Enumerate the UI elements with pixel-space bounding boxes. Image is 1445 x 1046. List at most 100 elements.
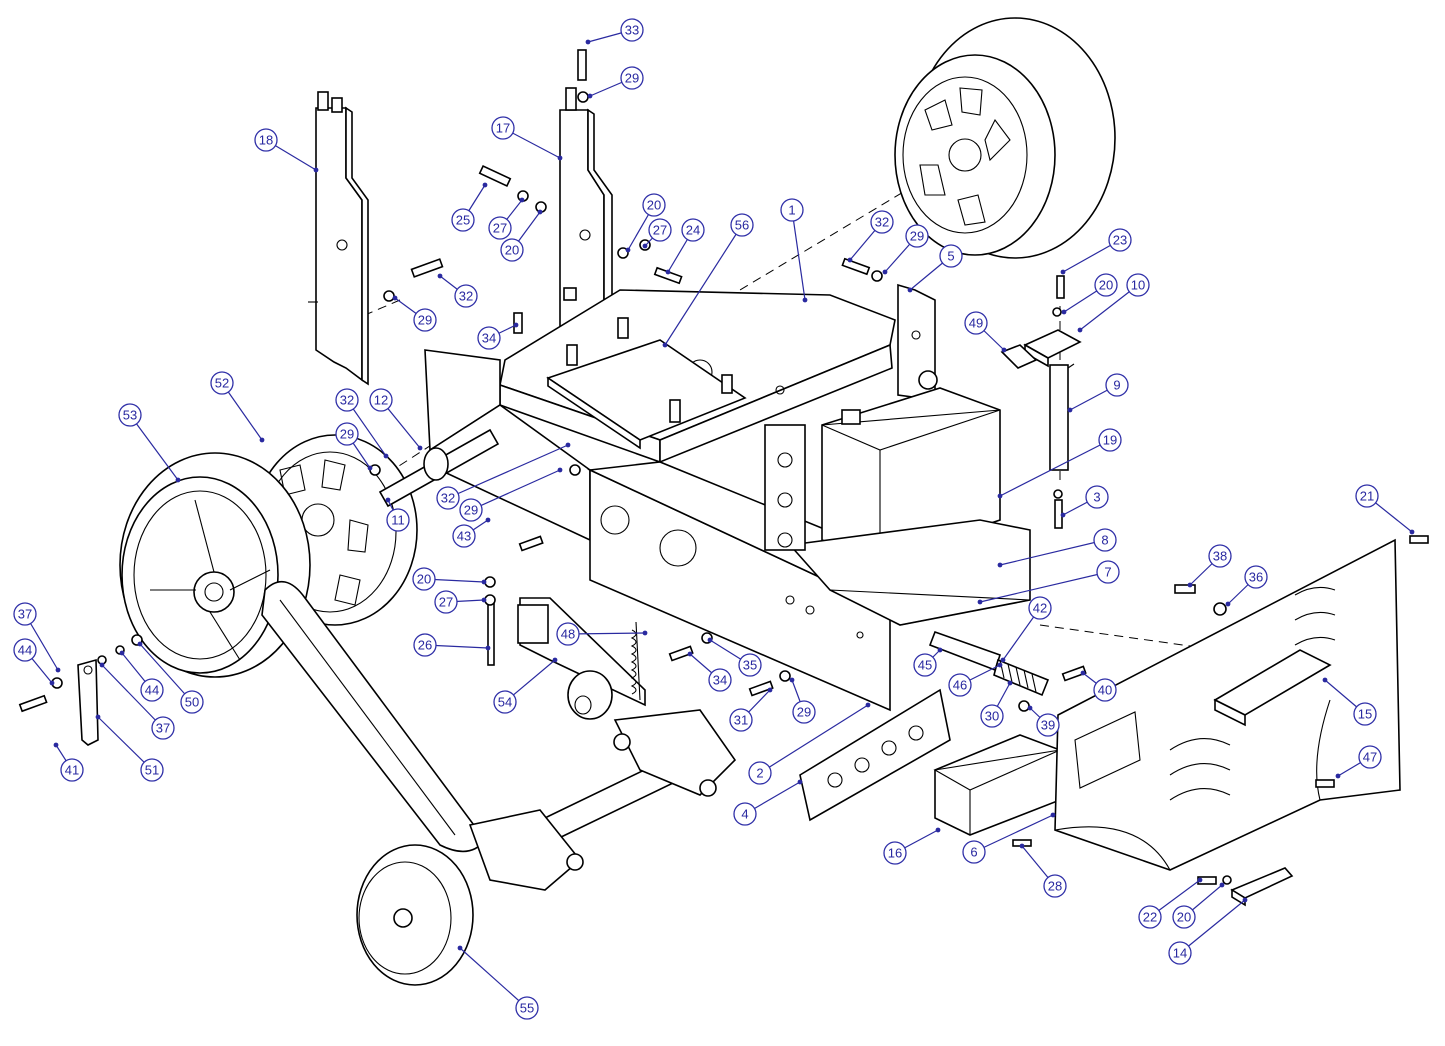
callout-bubble-18: 18 xyxy=(254,128,278,152)
callout-circle xyxy=(118,403,142,427)
callout-arrowhead xyxy=(53,742,59,748)
callout-arrowhead xyxy=(1322,677,1328,683)
callout-bubble-37: 37 xyxy=(151,716,175,740)
callout-bubble-2: 2 xyxy=(748,761,772,785)
callout-number: 43 xyxy=(457,529,471,544)
callout-circle xyxy=(488,216,512,240)
callout-arrowhead xyxy=(1019,843,1025,849)
callout-bubble-20: 20 xyxy=(1094,273,1118,297)
callout-number: 5 xyxy=(947,249,954,264)
callout-number: 33 xyxy=(625,23,639,38)
callout-leader xyxy=(759,704,869,774)
callout-leader xyxy=(1179,899,1246,954)
callout-circle xyxy=(1093,528,1117,552)
callout-number: 15 xyxy=(1358,707,1372,722)
callout-arrowhead xyxy=(55,667,61,673)
callout-number: 21 xyxy=(1360,489,1374,504)
callout-circle xyxy=(1085,485,1109,509)
callout-circle xyxy=(620,18,644,42)
callout-arrowhead xyxy=(1219,882,1225,888)
callout-circle xyxy=(13,602,37,626)
callout-circle xyxy=(642,193,666,217)
standoff-9 xyxy=(1049,363,1075,471)
callout-number: 53 xyxy=(123,408,137,423)
callout-arrowhead xyxy=(49,680,55,686)
callout-number: 8 xyxy=(1101,533,1108,548)
adjuster-spindle-45 xyxy=(928,630,1050,697)
callout-number: 32 xyxy=(459,289,473,304)
callout-number: 32 xyxy=(340,393,354,408)
callout-bubble-20: 20 xyxy=(1172,905,1196,929)
callout-circle xyxy=(1108,228,1132,252)
callout-number: 34 xyxy=(482,331,496,346)
callout-arrowhead xyxy=(313,167,319,173)
callout-circle xyxy=(1098,428,1122,452)
callout-leader xyxy=(470,469,561,511)
callout-circle xyxy=(60,758,84,782)
callout-number: 40 xyxy=(1098,683,1112,698)
callout-leader xyxy=(664,224,743,346)
drive-wheel-top xyxy=(894,17,1116,259)
callout-arrowhead xyxy=(513,322,519,328)
callout-bubble-27: 27 xyxy=(488,216,512,240)
callout-number: 20 xyxy=(1099,278,1113,293)
callout-circle xyxy=(962,840,986,864)
callout-arrowhead xyxy=(1060,512,1066,518)
callout-bubble-47: 47 xyxy=(1358,745,1382,769)
callout-number: 24 xyxy=(686,223,700,238)
callout-arrowhead xyxy=(385,497,391,503)
callout-number: 4 xyxy=(741,807,748,822)
callout-arrowhead xyxy=(175,477,181,483)
callout-arrowhead xyxy=(565,442,571,448)
handle-15 xyxy=(1213,649,1332,727)
callout-arrowhead xyxy=(481,597,487,603)
callout-arrowhead xyxy=(997,662,1003,668)
callout-number: 1 xyxy=(788,203,795,218)
callout-circle xyxy=(1094,273,1118,297)
callout-bubble-20: 20 xyxy=(500,238,524,262)
callout-leader xyxy=(791,209,806,301)
callout-bubble-3: 3 xyxy=(1085,485,1109,509)
callout-number: 52 xyxy=(215,376,229,391)
callout-leader xyxy=(97,716,153,771)
callout-circle xyxy=(980,704,1004,728)
callout-circle xyxy=(1043,874,1067,898)
callout-arrowhead xyxy=(1187,582,1193,588)
callout-number: 28 xyxy=(1048,879,1062,894)
callout-circle xyxy=(883,841,907,865)
callout-circle xyxy=(1126,273,1150,297)
callout-bubble-34: 34 xyxy=(477,326,501,350)
callout-arrowhead xyxy=(797,779,803,785)
callout-number: 12 xyxy=(374,393,388,408)
pulley-55 xyxy=(356,844,474,986)
drive-belt xyxy=(261,580,486,853)
callout-circle xyxy=(964,311,988,335)
callout-circle xyxy=(140,758,164,782)
callout-circle xyxy=(1028,596,1052,620)
callout-circle xyxy=(1208,544,1232,568)
callout-leader xyxy=(567,632,646,635)
callout-bubble-20: 20 xyxy=(412,567,436,591)
callout-bubble-10: 10 xyxy=(1126,273,1150,297)
callout-arrowhead xyxy=(537,209,543,215)
callout-number: 20 xyxy=(1177,910,1191,925)
callout-bubble-1: 1 xyxy=(780,198,804,222)
callout-number: 54 xyxy=(498,695,512,710)
callout-circle xyxy=(412,567,436,591)
callout-leader xyxy=(447,444,569,499)
callout-number: 32 xyxy=(875,215,889,230)
callout-circle xyxy=(792,700,816,724)
callout-arrowhead xyxy=(1001,347,1007,353)
callout-circle xyxy=(681,218,705,242)
callout-circle xyxy=(733,802,757,826)
callout-leader xyxy=(979,571,1109,603)
callout-number: 7 xyxy=(1104,565,1111,580)
callout-arrowhead xyxy=(997,493,1003,499)
callout-number: 29 xyxy=(464,503,478,518)
callout-circle xyxy=(13,638,37,662)
callout-number: 46 xyxy=(953,678,967,693)
tensioner-arm-54 xyxy=(517,597,646,720)
callout-circle xyxy=(180,690,204,714)
callout-circle xyxy=(729,708,753,732)
callout-bubble-29: 29 xyxy=(459,498,483,522)
